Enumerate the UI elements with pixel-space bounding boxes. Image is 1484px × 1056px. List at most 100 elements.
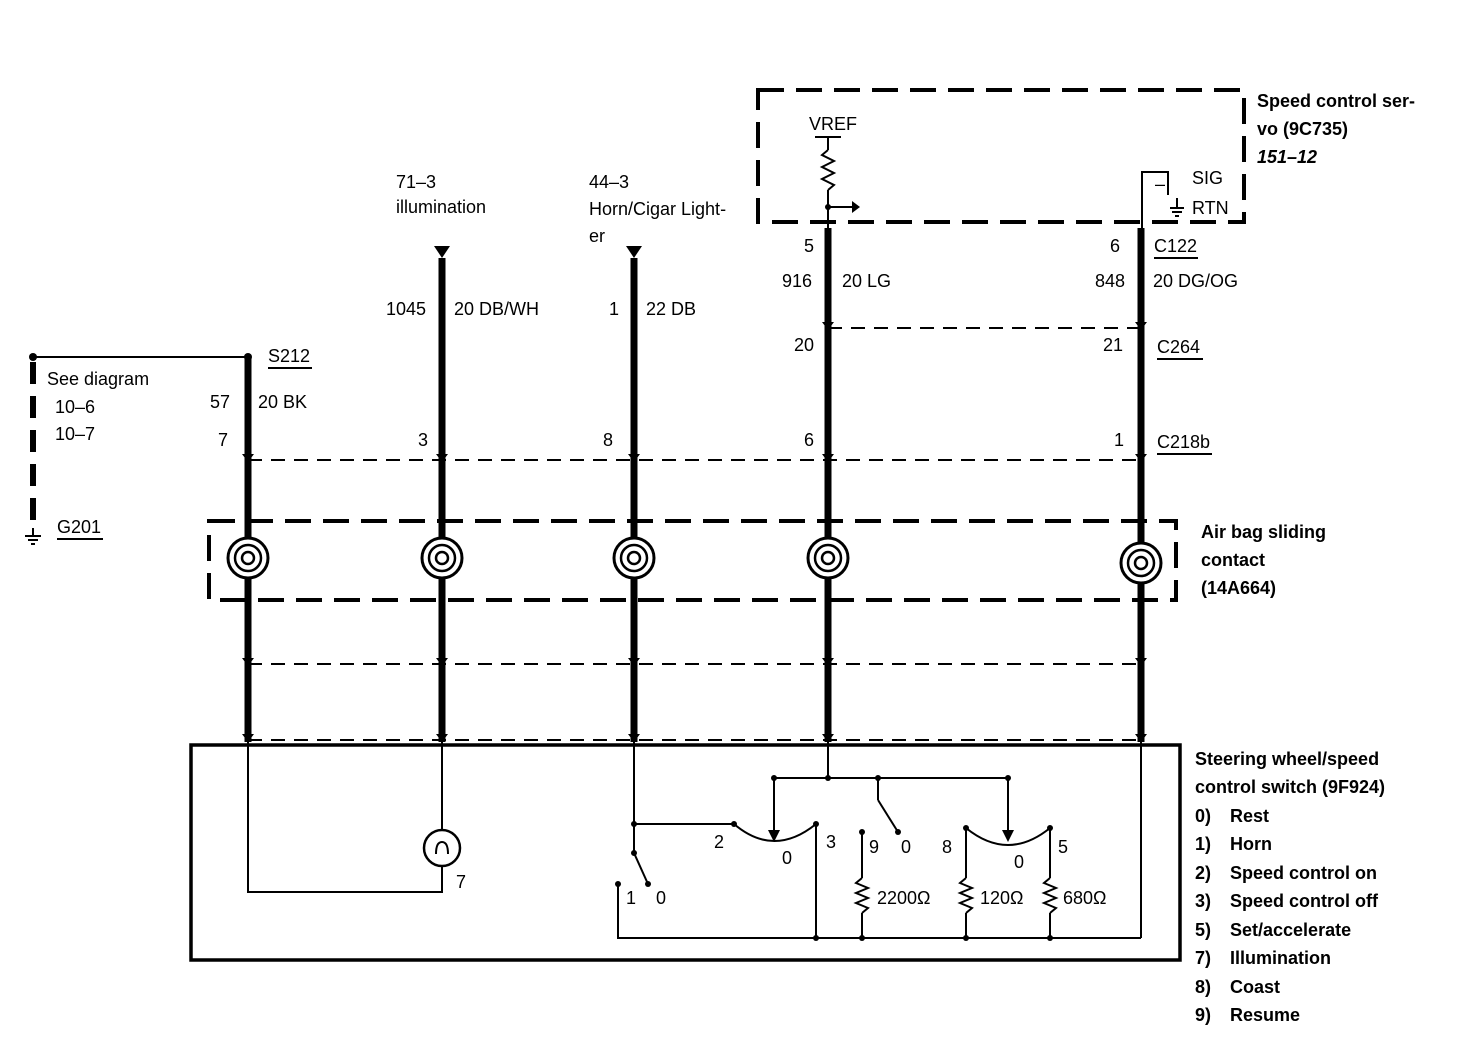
airbag-line1: Air bag sliding	[1201, 522, 1326, 542]
illumination-lamp-icon	[422, 828, 462, 868]
c264-pin-916-marker	[822, 322, 834, 330]
resistor-2200	[853, 877, 871, 914]
illumination-label: illumination	[396, 197, 486, 217]
see-diagram-ref2: 10–7	[55, 424, 95, 444]
minus-sign: –	[1155, 174, 1165, 194]
coast-arc	[965, 827, 1051, 846]
g201-label: G201	[57, 517, 101, 537]
wire-1045-circuit: 1045	[386, 299, 426, 319]
lower-connector-2-markers	[242, 734, 1147, 742]
c218b-pin-3: 3	[418, 430, 428, 450]
airbag-dashed-box	[207, 519, 1178, 602]
sig-loop	[1141, 171, 1169, 228]
c218b-pin-6: 6	[804, 430, 814, 450]
clockspring-coil-icon	[806, 536, 850, 580]
c218b-pin-8: 8	[603, 430, 613, 450]
legend-key: 7)	[1195, 948, 1211, 968]
coast-pos-0: 0	[1014, 852, 1024, 872]
servo-title-line1: Speed control ser-	[1257, 91, 1415, 111]
see-diagram: See diagram	[47, 369, 149, 389]
horn-arrow-icon	[626, 246, 642, 258]
wire-916-circuit: 916	[782, 271, 812, 291]
legend-key: 5)	[1195, 920, 1211, 940]
servo-ref: 151–12	[1257, 147, 1317, 167]
wire-57-circuit: 57	[210, 392, 230, 412]
wire-848-circuit: 848	[1095, 271, 1125, 291]
wire-57-color: 20 BK	[258, 392, 307, 412]
airbag-line3: (14A664)	[1201, 578, 1276, 598]
horn-label-line2: er	[589, 226, 605, 246]
servo-title-line2: vo (9C735)	[1257, 119, 1348, 139]
onoff-pos-3: 3	[826, 832, 836, 852]
c264-pin-20: 20	[794, 335, 814, 355]
horn-pos-0: 0	[656, 888, 666, 908]
legend-key: 2)	[1195, 863, 1211, 883]
c218b-markers	[242, 454, 1147, 462]
legend-label: Illumination	[1230, 948, 1331, 968]
legend-label: Speed control off	[1230, 891, 1379, 911]
rtn-ground-icon	[1170, 198, 1184, 217]
c122-pin-5: 5	[804, 236, 814, 256]
c264-pin-848-marker	[1135, 322, 1147, 330]
servo-dashed-box	[756, 88, 1246, 224]
wire-916-color: 20 LG	[842, 271, 891, 291]
onoff-pos-0: 0	[782, 848, 792, 868]
horn-label-line1: Horn/Cigar Light-	[589, 199, 726, 219]
horn-code: 44–3	[589, 172, 629, 192]
resistor-2200-label: 2200Ω	[877, 888, 931, 908]
g201-ground-icon	[25, 528, 41, 545]
coast-pos-8: 8	[942, 837, 952, 857]
onoff-arrow-icon	[768, 830, 780, 842]
s212-label: S212	[268, 346, 310, 366]
c264-label: C264	[1157, 337, 1200, 357]
resume-contact-0	[895, 829, 901, 835]
sig-label: SIG	[1192, 168, 1223, 188]
wire-848-color: 20 DG/OG	[1153, 271, 1238, 291]
clockspring-coil-icon	[1119, 541, 1163, 585]
c218b-pin-1: 1	[1114, 430, 1124, 450]
clockspring-coil-icon	[612, 536, 656, 580]
legend-label: Rest	[1230, 806, 1269, 826]
wire-1-color: 22 DB	[646, 299, 696, 319]
c264-pin-21: 21	[1103, 335, 1123, 355]
onoff-pos-2: 2	[714, 832, 724, 852]
coast-arrow-icon	[1002, 830, 1014, 842]
c122-label: C122	[1154, 236, 1197, 256]
vref-resistor	[819, 149, 837, 191]
horn-switch-blade	[633, 852, 649, 885]
resistor-120-label: 120Ω	[980, 888, 1024, 908]
clockspring-coil-icon	[226, 536, 270, 580]
c122-pin-6: 6	[1110, 236, 1120, 256]
legend-key: 1)	[1195, 834, 1211, 854]
resistor-120	[957, 877, 975, 914]
rtn-label: RTN	[1192, 198, 1229, 218]
vref-label: VREF	[809, 114, 857, 134]
resume-pos-0: 0	[901, 837, 911, 857]
legend-key: 9)	[1195, 1005, 1211, 1025]
resume-pos-9: 9	[869, 837, 879, 857]
switch-box	[189, 743, 1182, 962]
legend-label: Set/accelerate	[1230, 920, 1351, 940]
resume-switch-blade	[877, 799, 899, 833]
legend-label: Horn	[1230, 834, 1272, 854]
legend-key: 8)	[1195, 977, 1211, 997]
legend-key: 3)	[1195, 891, 1211, 911]
coast-pos-5: 5	[1058, 837, 1068, 857]
switch-title-line2: control switch (9F924)	[1195, 777, 1385, 797]
switch-title-line1: Steering wheel/speed	[1195, 749, 1379, 769]
see-diagram-ref1: 10–6	[55, 397, 95, 417]
switch-legend: 0) Rest 1) Horn 2) Speed control on 3) S…	[1195, 806, 1379, 1025]
onoff-contact-2	[731, 821, 737, 827]
wire-1-circuit: 1	[609, 299, 619, 319]
horn-contact-0	[645, 881, 651, 887]
legend-label: Resume	[1230, 1005, 1300, 1025]
vref-arrow-icon	[852, 201, 860, 213]
horn-pos-1: 1	[626, 888, 636, 908]
airbag-line2: contact	[1201, 550, 1265, 570]
legend-key: 0)	[1195, 806, 1211, 826]
resistor-680	[1041, 877, 1059, 914]
legend-label: Coast	[1230, 977, 1280, 997]
illumination-arrow-icon	[434, 246, 450, 258]
wire-1045-color: 20 DB/WH	[454, 299, 539, 319]
